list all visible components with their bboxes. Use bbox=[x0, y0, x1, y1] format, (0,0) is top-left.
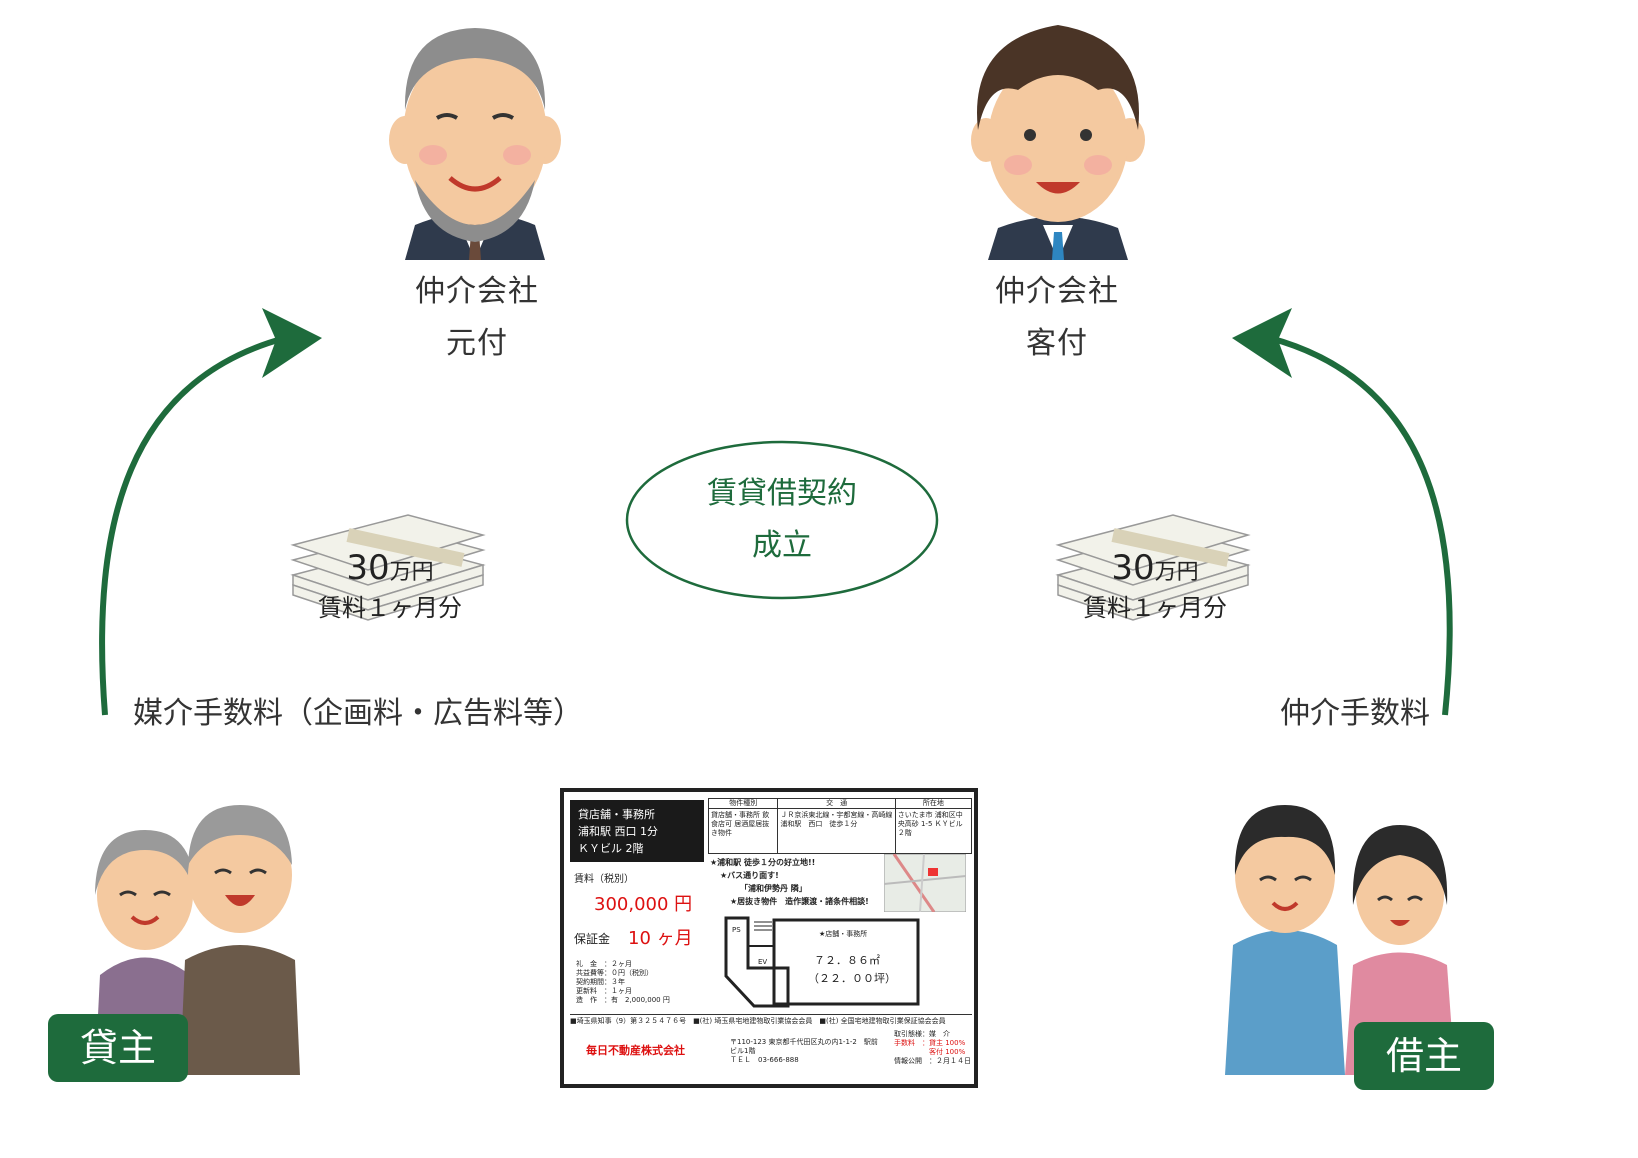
right-money-text: 30万円 賃料１ヶ月分 bbox=[1065, 548, 1245, 623]
right-arrow-head bbox=[1232, 308, 1292, 378]
right-money-bundle-icon bbox=[1055, 514, 1251, 621]
location-map bbox=[884, 854, 966, 912]
flyer-col-header: 交 通 bbox=[778, 799, 895, 809]
flyer-col-value: 貸店舗・事務所 飲食店可 居酒屋居抜き物件 bbox=[711, 811, 770, 837]
property-flyer: 貸店舗・事務所 浦和駅 西口 1分 ＫＹビル 2階 賃料（税別） 300,000… bbox=[560, 788, 978, 1088]
flyer-area-tsubo: （２２．００坪） bbox=[808, 972, 896, 985]
right-fee-label: 仲介手数料 bbox=[1280, 696, 1430, 731]
top-right-agent-line2: 客付 bbox=[1026, 326, 1088, 361]
flyer-deal-info: 取引態様：媒 介 手数料 ：貸主 100% 客付 100% 情報公開 ：２月１４… bbox=[894, 1030, 974, 1066]
top-left-agent-label: 仲介会社 元付 bbox=[367, 266, 587, 370]
flyer-fee-line: 客付 100% bbox=[894, 1048, 966, 1056]
flyer-area: ７２．８６㎡ bbox=[814, 954, 880, 967]
flyer-plan-ev: EV bbox=[758, 958, 768, 966]
left-arrow-head bbox=[262, 308, 322, 378]
flyer-term: 更新料 ：１ヶ月 bbox=[576, 987, 632, 995]
flyer-license: ■埼玉県知事（9）第３２５４７６号 ■(社) 埼玉県宅地建物取引業協会会員 ■(… bbox=[570, 1014, 972, 1026]
contract-ellipse bbox=[625, 440, 939, 600]
flyer-deal: 取引態様：媒 介 bbox=[894, 1030, 950, 1038]
left-money-amount: 30 bbox=[346, 548, 390, 588]
flyer-catch-line: ★浦和駅 徒歩１分の好立地!! bbox=[710, 858, 816, 867]
flyer-term: 共益費等：０円（税別） bbox=[576, 969, 653, 977]
contract-label: 賃貸借契約 成立 bbox=[632, 468, 932, 572]
flyer-header: 貸店舗・事務所 浦和駅 西口 1分 ＫＹビル 2階 bbox=[570, 800, 704, 862]
flyer-rent-label: 賃料（税別） bbox=[574, 874, 634, 885]
landlord-tag: 貸主 bbox=[48, 1014, 188, 1082]
flyer-col-header: 所在地 bbox=[895, 799, 971, 809]
top-right-agent-label: 仲介会社 客付 bbox=[947, 266, 1167, 370]
top-right-agent-line1: 仲介会社 bbox=[995, 274, 1119, 309]
left-fee-arrow bbox=[99, 335, 286, 716]
flyer-deposit-value: 10 ヶ月 bbox=[628, 928, 693, 949]
flyer-plan-type: ★店舗・事務所 bbox=[819, 930, 868, 938]
tenant-tag: 借主 bbox=[1354, 1022, 1494, 1090]
flyer-col-header: 物件種別 bbox=[709, 799, 778, 809]
contract-line1: 賃貸借契約 bbox=[707, 476, 857, 511]
left-money-note: 賃料１ヶ月分 bbox=[318, 594, 462, 622]
floor-plan bbox=[724, 916, 920, 1008]
flyer-term: 契約期間：３年 bbox=[576, 978, 625, 986]
young-agent-illustration bbox=[971, 25, 1145, 260]
left-money-unit: 万円 bbox=[389, 560, 434, 585]
flyer-catch-copy: ★浦和駅 徒歩１分の好立地!! ★バス通り面す! 「浦和伊勢丹 隣」 ★居抜き物… bbox=[710, 856, 880, 908]
flyer-header-line: 浦和駅 西口 1分 bbox=[578, 825, 658, 838]
flyer-address: 〒110-123 東京都千代田区丸の内1-1-2 駅前ビル1階 ＴＥＬ 03-6… bbox=[730, 1038, 880, 1065]
flyer-deposit-label: 保証金 bbox=[574, 932, 611, 946]
flyer-tel: ＴＥＬ 03-666-888 bbox=[730, 1056, 799, 1064]
right-fee-arrow bbox=[1269, 335, 1453, 716]
flyer-terms: 礼 金 ：２ヶ月 共益費等：０円（税別） 契約期間：３年 更新料 ：１ヶ月 造 … bbox=[576, 960, 702, 1005]
left-money-bundle-icon bbox=[290, 514, 486, 621]
flyer-info-table: 物件種別 貸店舗・事務所 飲食店可 居酒屋居抜き物件 交 通 ＪＲ京浜東北線・宇… bbox=[708, 798, 972, 854]
top-left-agent-line2: 元付 bbox=[446, 326, 508, 361]
flyer-company: 毎日不動産株式会社 bbox=[586, 1044, 685, 1057]
flyer-col-value: さいたま市 浦和区中央高砂 1-5 ＫＹビル ２階 bbox=[897, 811, 970, 837]
flyer-catch-line: 「浦和伊勢丹 隣」 bbox=[740, 884, 807, 893]
right-money-amount: 30 bbox=[1111, 548, 1155, 588]
flyer-rent-value: 300,000 円 bbox=[594, 894, 693, 915]
flyer-term: 造 作 ：有 2,000,000 円 bbox=[576, 996, 670, 1004]
flyer-term: 礼 金 ：２ヶ月 bbox=[576, 960, 632, 968]
left-money-text: 30万円 賃料１ヶ月分 bbox=[300, 548, 480, 623]
flyer-pub: 情報公開 ：２月１４日 bbox=[894, 1057, 971, 1065]
right-money-note: 賃料１ヶ月分 bbox=[1083, 594, 1227, 622]
flyer-catch-line: ★居抜き物件 造作譲渡・諸条件相談! bbox=[730, 897, 869, 906]
flyer-catch-line: ★バス通り面す! bbox=[720, 871, 779, 880]
flyer-header-line: 貸店舗・事務所 bbox=[578, 808, 655, 821]
flyer-address-line: 〒110-123 東京都千代田区丸の内1-1-2 駅前ビル1階 bbox=[730, 1038, 878, 1055]
flyer-header-line: ＫＹビル 2階 bbox=[578, 842, 644, 855]
right-money-unit: 万円 bbox=[1154, 560, 1199, 585]
top-left-agent-line1: 仲介会社 bbox=[415, 274, 539, 309]
flyer-col-value: ＪＲ京浜東北線・宇都宮線・高崎線 浦和駅 西口 徒歩１分 bbox=[780, 811, 893, 828]
contract-line2: 成立 bbox=[752, 528, 812, 563]
flyer-fee-line: 手数料 ：貸主 100% bbox=[894, 1039, 966, 1047]
left-fee-label: 媒介手数料（企画料・広告料等） bbox=[133, 696, 583, 731]
senior-agent-illustration bbox=[389, 28, 561, 260]
flyer-plan-ps: PS bbox=[732, 926, 741, 934]
